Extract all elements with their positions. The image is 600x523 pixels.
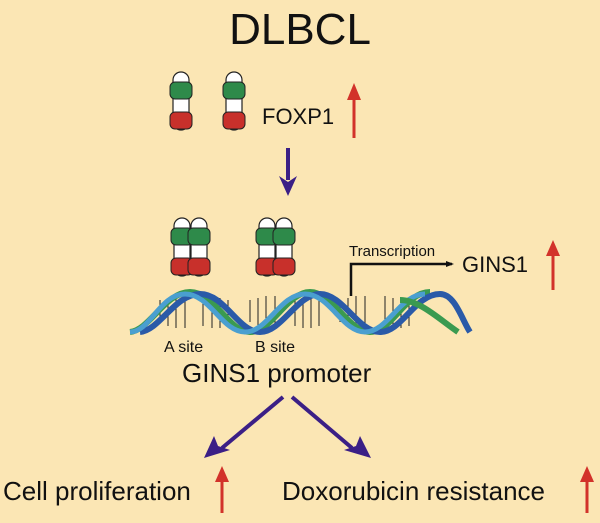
arrow-to-resistance-icon: [290, 395, 371, 458]
foxp1-protein-2: [222, 71, 246, 131]
bound-protein-b2: [272, 217, 296, 277]
foxp1-protein-1: [169, 71, 193, 131]
transcription-label: Transcription: [349, 243, 436, 260]
doxorubicin-resistance-label: Doxorubicin resistance: [282, 476, 546, 506]
down-arrow-icon: [279, 148, 297, 196]
a-site-label: A site: [164, 339, 204, 356]
bound-protein-a2: [187, 217, 211, 277]
transcription-arrow-icon: [349, 261, 454, 296]
diagram-title: DLBCL: [229, 5, 371, 54]
gins1-up-arrow-icon: [546, 240, 560, 290]
foxp1-up-arrow-icon: [347, 83, 361, 138]
cell-proliferation-label: Cell proliferation: [3, 476, 191, 506]
b-site-label: B site: [255, 339, 296, 356]
resistance-up-arrow-icon: [580, 466, 594, 513]
gins1-label: GINS1: [462, 252, 529, 277]
promoter-label: GINS1 promoter: [182, 358, 372, 388]
proliferation-up-arrow-icon: [215, 466, 229, 513]
dna-helix: [129, 288, 473, 336]
foxp1-label: FOXP1: [262, 104, 335, 129]
arrow-to-proliferation-icon: [204, 395, 285, 458]
